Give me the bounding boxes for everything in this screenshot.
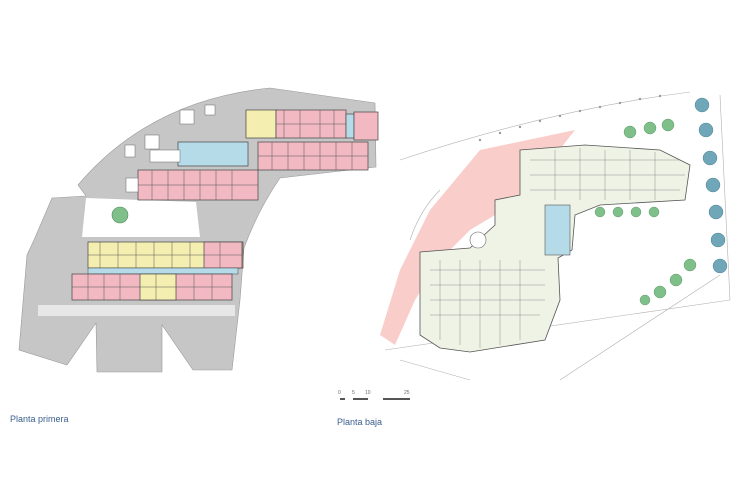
ground-floor-site-lines [384,91,731,381]
ground-floor-tree-row [594,118,697,306]
caption-ground-floor: Planta baja [337,417,383,427]
ground-floor-courtyard-tree-icon [469,231,487,249]
caption-first-floor: Planta primera [10,414,69,424]
first-floor-upper-wing [137,109,379,201]
ground-floor-interior [430,148,685,348]
ground-floor-path-dots [478,94,662,142]
scale-label-5: 5 [352,390,355,396]
scale-label-25: 25 [404,390,410,396]
first-floor-lower-wing [71,241,244,301]
ground-floor-atrium [544,204,571,256]
scale-label-10: 10 [365,390,371,396]
first-floor-plaza [38,305,235,316]
first-floor-courtyard [82,198,200,237]
courtyard-tree-icon [111,206,129,224]
scale-label-0: 0 [338,390,341,396]
scale-bar [340,398,410,400]
first-floor-parking-details [124,104,216,193]
ground-floor-blue-tree-column [694,97,728,274]
